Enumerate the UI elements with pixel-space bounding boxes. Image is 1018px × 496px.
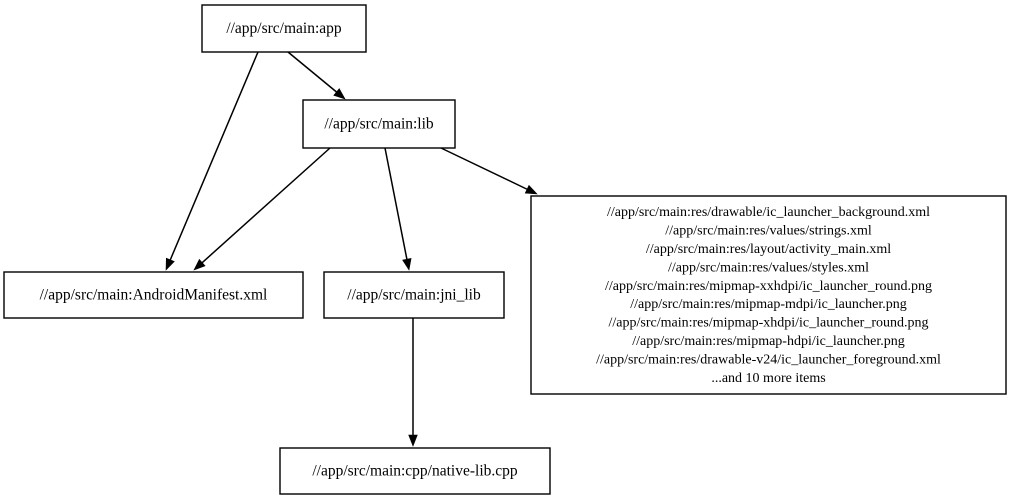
node-label-line: //app/src/main:res/mipmap-hdpi/ic_launch… — [632, 334, 905, 349]
edge-line — [384, 147, 408, 260]
edge-arrowhead — [524, 184, 538, 195]
edge-arrowhead — [333, 88, 346, 100]
node-label-line: ...and 10 more items — [711, 371, 825, 386]
edge-lib-to-res_bundle — [440, 147, 538, 195]
edge-line — [201, 147, 331, 264]
node-app[interactable]: //app/src/main:app — [201, 4, 367, 53]
edge-arrowhead — [402, 257, 412, 271]
node-box[interactable] — [279, 447, 551, 495]
node-label: //app/src/main:AndroidManifest.xml — [40, 287, 268, 304]
edge-jni_lib-to-native_lib — [408, 318, 418, 447]
node-label: //app/src/main:jni_lib — [347, 287, 481, 304]
node-res_bundle[interactable]: //app/src/main:res/drawable/ic_launcher_… — [530, 195, 1007, 395]
edge-line — [440, 147, 528, 190]
node-label-line: //app/src/main:res/mipmap-xxhdpi/ic_laun… — [605, 279, 932, 294]
node-label-line: //app/src/main:res/mipmap-xhdpi/ic_launc… — [609, 316, 929, 331]
node-label-line: //app/src/main:res/mipmap-mdpi/ic_launch… — [630, 297, 906, 312]
edge-arrowhead — [193, 258, 206, 271]
node-manifest[interactable]: //app/src/main:AndroidManifest.xml — [3, 271, 304, 319]
node-native_lib[interactable]: //app/src/main:cpp/native-lib.cpp — [279, 447, 551, 495]
node-box[interactable] — [201, 4, 367, 53]
edge-app-to-manifest — [165, 51, 259, 271]
node-label-line: //app/src/main:res/values/styles.xml — [668, 261, 869, 276]
edge-app-to-lib — [287, 51, 346, 100]
edge-line — [287, 51, 337, 93]
nodes-layer: //app/src/main:app //app/src/main:lib //ap… — [3, 4, 1007, 495]
node-label-line: //app/src/main:res/drawable-v24/ic_launc… — [596, 353, 941, 368]
node-label-line: //app/src/main:res/drawable/ic_launcher_… — [607, 205, 930, 220]
node-lib[interactable]: //app/src/main:lib — [302, 99, 456, 149]
node-box[interactable] — [302, 99, 456, 149]
node-label-line: //app/src/main:res/values/strings.xml — [665, 224, 872, 239]
edge-line — [169, 51, 259, 261]
edge-arrowhead — [408, 434, 418, 447]
node-box[interactable] — [323, 271, 505, 319]
node-label-line: //app/src/main:res/layout/activity_main.… — [646, 242, 891, 257]
edge-lib-to-manifest — [193, 147, 331, 271]
node-box[interactable] — [530, 195, 1007, 395]
node-box[interactable] — [3, 271, 304, 319]
node-label-list: //app/src/main:res/drawable/ic_launcher_… — [596, 205, 941, 386]
node-jni_lib[interactable]: //app/src/main:jni_lib — [323, 271, 505, 319]
node-label: //app/src/main:app — [226, 20, 342, 37]
edge-lib-to-jni_lib — [384, 147, 412, 271]
edge-arrowhead — [165, 257, 175, 271]
edges-layer — [165, 51, 538, 447]
node-label: //app/src/main:lib — [324, 116, 434, 133]
node-label: //app/src/main:cpp/native-lib.cpp — [312, 463, 518, 480]
